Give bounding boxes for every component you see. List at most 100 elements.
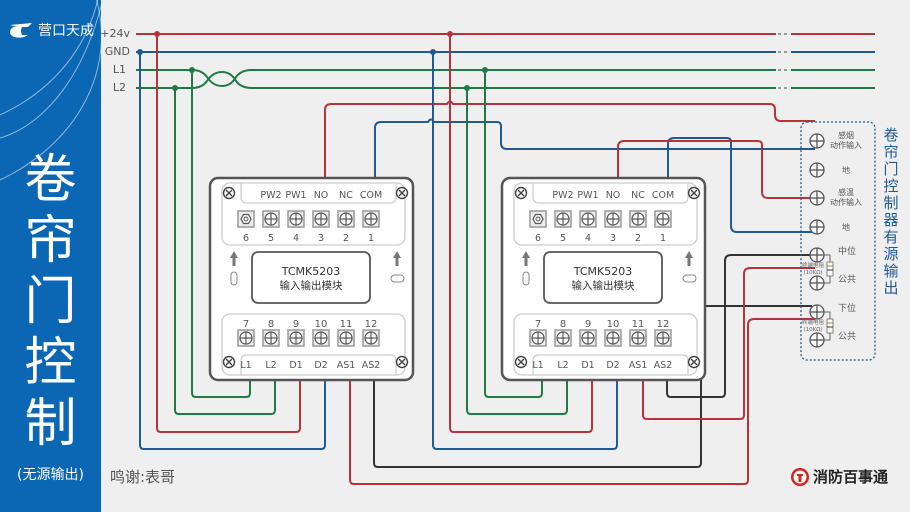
terminal-screw-icon[interactable]: [262, 329, 280, 347]
terminal-screw-icon[interactable]: [809, 190, 825, 206]
junction-dot: [430, 49, 436, 55]
controller-box: [800, 121, 876, 361]
wire-m1-nc-smoke: [324, 100, 815, 180]
module-label-box: [543, 251, 663, 304]
terminal-number: 12: [657, 319, 670, 330]
terminal-screw-icon[interactable]: [809, 332, 825, 348]
up-arrow-icon: [393, 251, 401, 266]
terminal-label: D1: [581, 360, 594, 371]
controller-terminal-label: 动作输入: [830, 140, 862, 150]
footer-brand: 消防百事通: [790, 466, 888, 487]
terminal-screw-icon[interactable]: [262, 210, 280, 228]
terminal-number: 2: [635, 233, 641, 244]
mounting-screw-icon: [687, 355, 701, 369]
terminal-screw-icon[interactable]: [529, 329, 547, 347]
wire-m1-as1-common: [349, 318, 815, 485]
terminal-screw-icon[interactable]: [629, 210, 647, 228]
mounting-slot: [522, 271, 530, 286]
controller-terminal-label: 公共: [838, 331, 856, 342]
controller-terminal: 公共: [809, 274, 856, 291]
resistor-label: 终端电阻: [802, 261, 825, 269]
terminal-label: NC: [339, 190, 353, 201]
resistor-value: (10KΩ): [803, 327, 822, 333]
terminal-number: 9: [293, 319, 299, 330]
terminal-screw-icon[interactable]: [287, 210, 305, 228]
terminal-screw-icon[interactable]: [362, 329, 380, 347]
wire-l2-m1: [174, 88, 276, 415]
terminal-label: D1: [289, 360, 302, 371]
terminal-screw-icon[interactable]: [237, 329, 255, 347]
hex-terminal-icon[interactable]: [529, 210, 547, 228]
terminal-screw-icon[interactable]: [579, 329, 597, 347]
wire-l1-m1: [191, 70, 251, 398]
controller-terminal-label: 感温: [838, 187, 854, 197]
bus-label-l1: L1: [113, 63, 126, 76]
bus-l1: [136, 69, 875, 88]
controller-terminal-label: 公共: [838, 274, 856, 285]
mounting-slot: [230, 271, 238, 286]
up-arrow-icon: [685, 251, 693, 266]
controller-terminal: 地: [809, 162, 850, 178]
terminal-number: 10: [315, 319, 328, 330]
terminal-screw-icon[interactable]: [654, 329, 672, 347]
terminal-screw-icon[interactable]: [809, 219, 825, 235]
wire-m2-com-ground: [667, 137, 815, 233]
terminal-number: 6: [535, 233, 541, 244]
terminal-number: 7: [243, 319, 249, 330]
terminal-screw-icon[interactable]: [809, 133, 825, 149]
terminal-screw-icon[interactable]: [629, 329, 647, 347]
credits-text: 鸣谢:表哥: [110, 468, 176, 486]
terminal-screw-icon[interactable]: [579, 210, 597, 228]
wire-l1-m2: [484, 70, 543, 398]
bus-label-24v: +24v: [101, 27, 130, 40]
terminal-screw-icon[interactable]: [337, 210, 355, 228]
terminal-screw-icon[interactable]: [287, 329, 305, 347]
terminal-screw-icon[interactable]: [554, 329, 572, 347]
terminal-label: L1: [532, 360, 543, 371]
terminal-screw-icon[interactable]: [604, 329, 622, 347]
resistor-label: 终端电阻: [802, 318, 825, 326]
module-model: TCMK5203: [573, 265, 632, 278]
wire-gnd-m1-d2: [139, 52, 326, 450]
terminal-number: 11: [632, 319, 645, 330]
controller-terminal: 下位: [809, 302, 856, 320]
terminal-number: 1: [660, 233, 666, 244]
terminal-screw-icon[interactable]: [809, 247, 825, 263]
terminal-screw-icon[interactable]: [312, 210, 330, 228]
page-title: 卷帘门控制: [24, 150, 77, 454]
junction-dot: [154, 31, 160, 37]
terminal-number: 1: [368, 233, 374, 244]
terminal-screw-icon[interactable]: [362, 210, 380, 228]
mounting-screw-icon: [222, 355, 236, 369]
bus-continuation-dots: [778, 33, 787, 89]
terminal-screw-icon[interactable]: [809, 162, 825, 178]
controller-terminal-label: 中位: [838, 245, 856, 257]
terminal-label: COM: [360, 190, 382, 201]
terminal-screw-icon[interactable]: [604, 210, 622, 228]
wire-gnd-m2-d2: [432, 52, 618, 450]
terminal-screw-icon[interactable]: [654, 210, 672, 228]
terminal-screw-icon[interactable]: [312, 329, 330, 347]
terminal-screw-icon[interactable]: [809, 304, 825, 320]
terminal-screw-icon[interactable]: [337, 329, 355, 347]
terminal-label: D2: [606, 360, 619, 371]
sidebar: 营口天成 卷帘门控制 (无源输出): [0, 0, 101, 512]
mounting-screw-icon: [222, 186, 236, 200]
terminal-number: 5: [560, 233, 566, 244]
module-model: TCMK5203: [281, 265, 340, 278]
bus-l2: [136, 70, 875, 89]
mounting-screw-icon: [514, 186, 528, 200]
mounting-screw-icon: [514, 355, 528, 369]
hex-terminal-icon[interactable]: [237, 210, 255, 228]
terminal-number: 11: [340, 319, 353, 330]
terminal-label: PW1: [285, 190, 306, 201]
terminal-screw-icon[interactable]: [554, 210, 572, 228]
controller-title: 卷帘门控制器有源输出: [883, 126, 898, 297]
mounting-screw-icon: [395, 355, 409, 369]
terminal-number: 6: [243, 233, 249, 244]
terminal-label: AS1: [629, 360, 648, 371]
terminal-screw-icon[interactable]: [809, 275, 825, 291]
